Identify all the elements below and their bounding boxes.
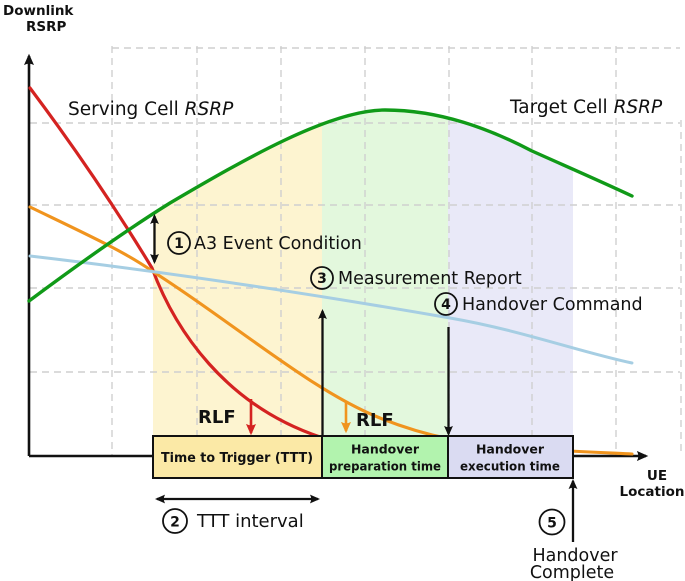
step-2-circle bbox=[162, 508, 188, 534]
step-5-circle bbox=[538, 508, 566, 536]
ttt-phase-box bbox=[152, 435, 323, 479]
step-1-circle bbox=[167, 231, 191, 255]
y-axis-label-line2: RSRP bbox=[26, 19, 67, 35]
step-4-circle bbox=[434, 292, 458, 316]
orange-rlf-label: RLF bbox=[356, 410, 394, 431]
execution-region bbox=[448, 110, 573, 436]
orange-rlf-text: RLF bbox=[356, 410, 394, 431]
step-2-number: 2 bbox=[170, 515, 180, 531]
serving-rlf-text: RLF bbox=[198, 407, 236, 428]
preparation-region bbox=[322, 110, 448, 436]
handover-command-label: Handover Command bbox=[462, 295, 643, 315]
step-3-number: 3 bbox=[317, 271, 327, 287]
a3-event-condition-label: A3 Event Condition bbox=[194, 234, 362, 254]
target-cell-rsrp-label: Target Cell RSRP bbox=[509, 97, 663, 118]
ttt-interval-label: TTT interval bbox=[196, 511, 304, 532]
preparation-phase-box bbox=[321, 435, 449, 479]
target-label-text: Target Cell bbox=[509, 97, 614, 118]
target-label-italic: RSRP bbox=[614, 97, 663, 118]
serving-rlf-label: RLF bbox=[198, 407, 236, 428]
step-4-number: 4 bbox=[441, 297, 451, 313]
step-1-number: 1 bbox=[174, 236, 184, 252]
measurement-report-label: Measurement Report bbox=[338, 269, 522, 289]
serving-cell-rsrp-curve bbox=[28, 86, 322, 439]
handover-complete-label-line2: Complete bbox=[530, 563, 614, 581]
execution-phase-box bbox=[447, 435, 574, 479]
target-cell-rsrp-curve bbox=[27, 108, 634, 303]
step-3-circle bbox=[310, 266, 334, 290]
x-axis-label-line2: Location bbox=[620, 484, 685, 500]
handover-complete-label-line1: Handover bbox=[532, 546, 618, 566]
execution-phase-label-line1: Handover bbox=[476, 442, 545, 457]
x-axis-label-line1: UE bbox=[647, 468, 667, 484]
execution-phase-label-line2: execution time bbox=[460, 459, 560, 474]
ttt-phase-label: Time to Trigger (TTT) bbox=[161, 451, 313, 466]
preparation-phase-label-line2: preparation time bbox=[329, 459, 441, 474]
serving-cell-rsrp-label: Serving Cell RSRP bbox=[68, 99, 234, 120]
preparation-phase-label-line1: Handover bbox=[351, 442, 420, 457]
serving-label-text: Serving Cell bbox=[68, 99, 185, 120]
serving-label-italic: RSRP bbox=[185, 99, 234, 120]
step-5-number: 5 bbox=[547, 516, 557, 532]
y-axis-label-line1: Downlink bbox=[3, 3, 74, 19]
blue-rsrp-curve bbox=[28, 254, 634, 365]
